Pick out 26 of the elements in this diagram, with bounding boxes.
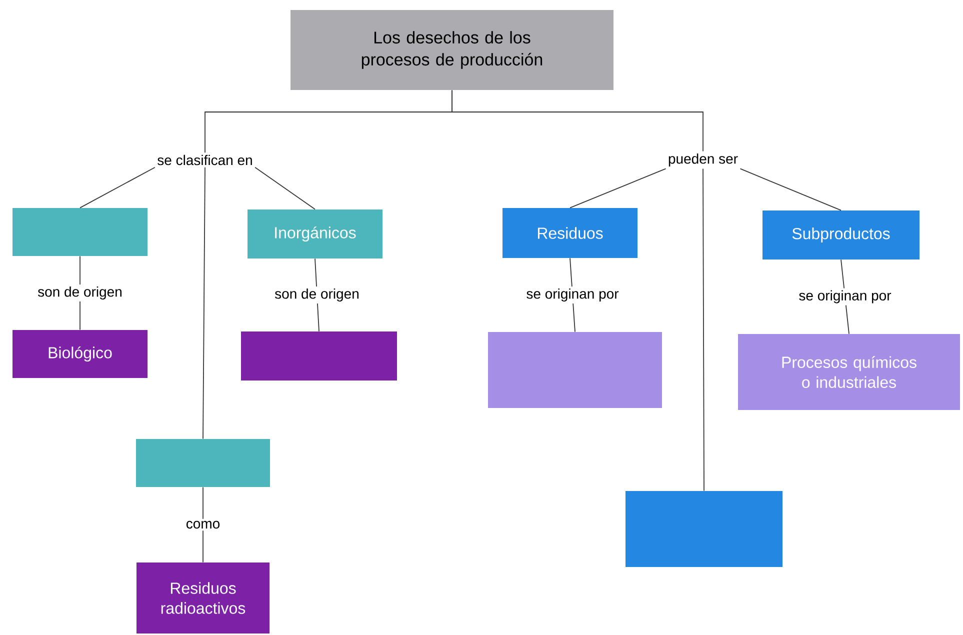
edge-label: se originan por: [796, 288, 894, 306]
empty-box: [12, 208, 148, 256]
connector-line: [452, 90, 704, 152]
empty-box: [626, 491, 782, 567]
concept-box: Residuos radioactivos: [136, 562, 270, 634]
empty-box: [241, 332, 397, 380]
connector-line: [254, 166, 316, 210]
connector-line: [80, 166, 156, 208]
concept-box: Inorgánicos: [248, 210, 382, 258]
edge-label: son de origen: [36, 284, 124, 302]
connector-line: [202, 166, 206, 440]
linking-phrase: pueden ser: [668, 153, 738, 167]
edge-label: se originan por: [524, 286, 621, 304]
empty-box: [488, 332, 662, 408]
linking-phrase: se clasifican en: [158, 154, 252, 166]
concept-box: Residuos: [502, 208, 638, 258]
edge-label: son de origen: [272, 286, 362, 304]
empty-box: [136, 439, 270, 487]
connector-line: [570, 168, 666, 208]
concept-box: Biológico: [12, 330, 148, 378]
concept-box: Procesos químicos o industriales: [738, 334, 960, 410]
connector-line: [740, 168, 842, 211]
concept-box: Subproductos: [762, 210, 920, 260]
connector-line: [702, 168, 704, 492]
edge-label: como: [184, 518, 222, 531]
concept-box: Los desechos de los procesos de producción: [290, 10, 614, 90]
